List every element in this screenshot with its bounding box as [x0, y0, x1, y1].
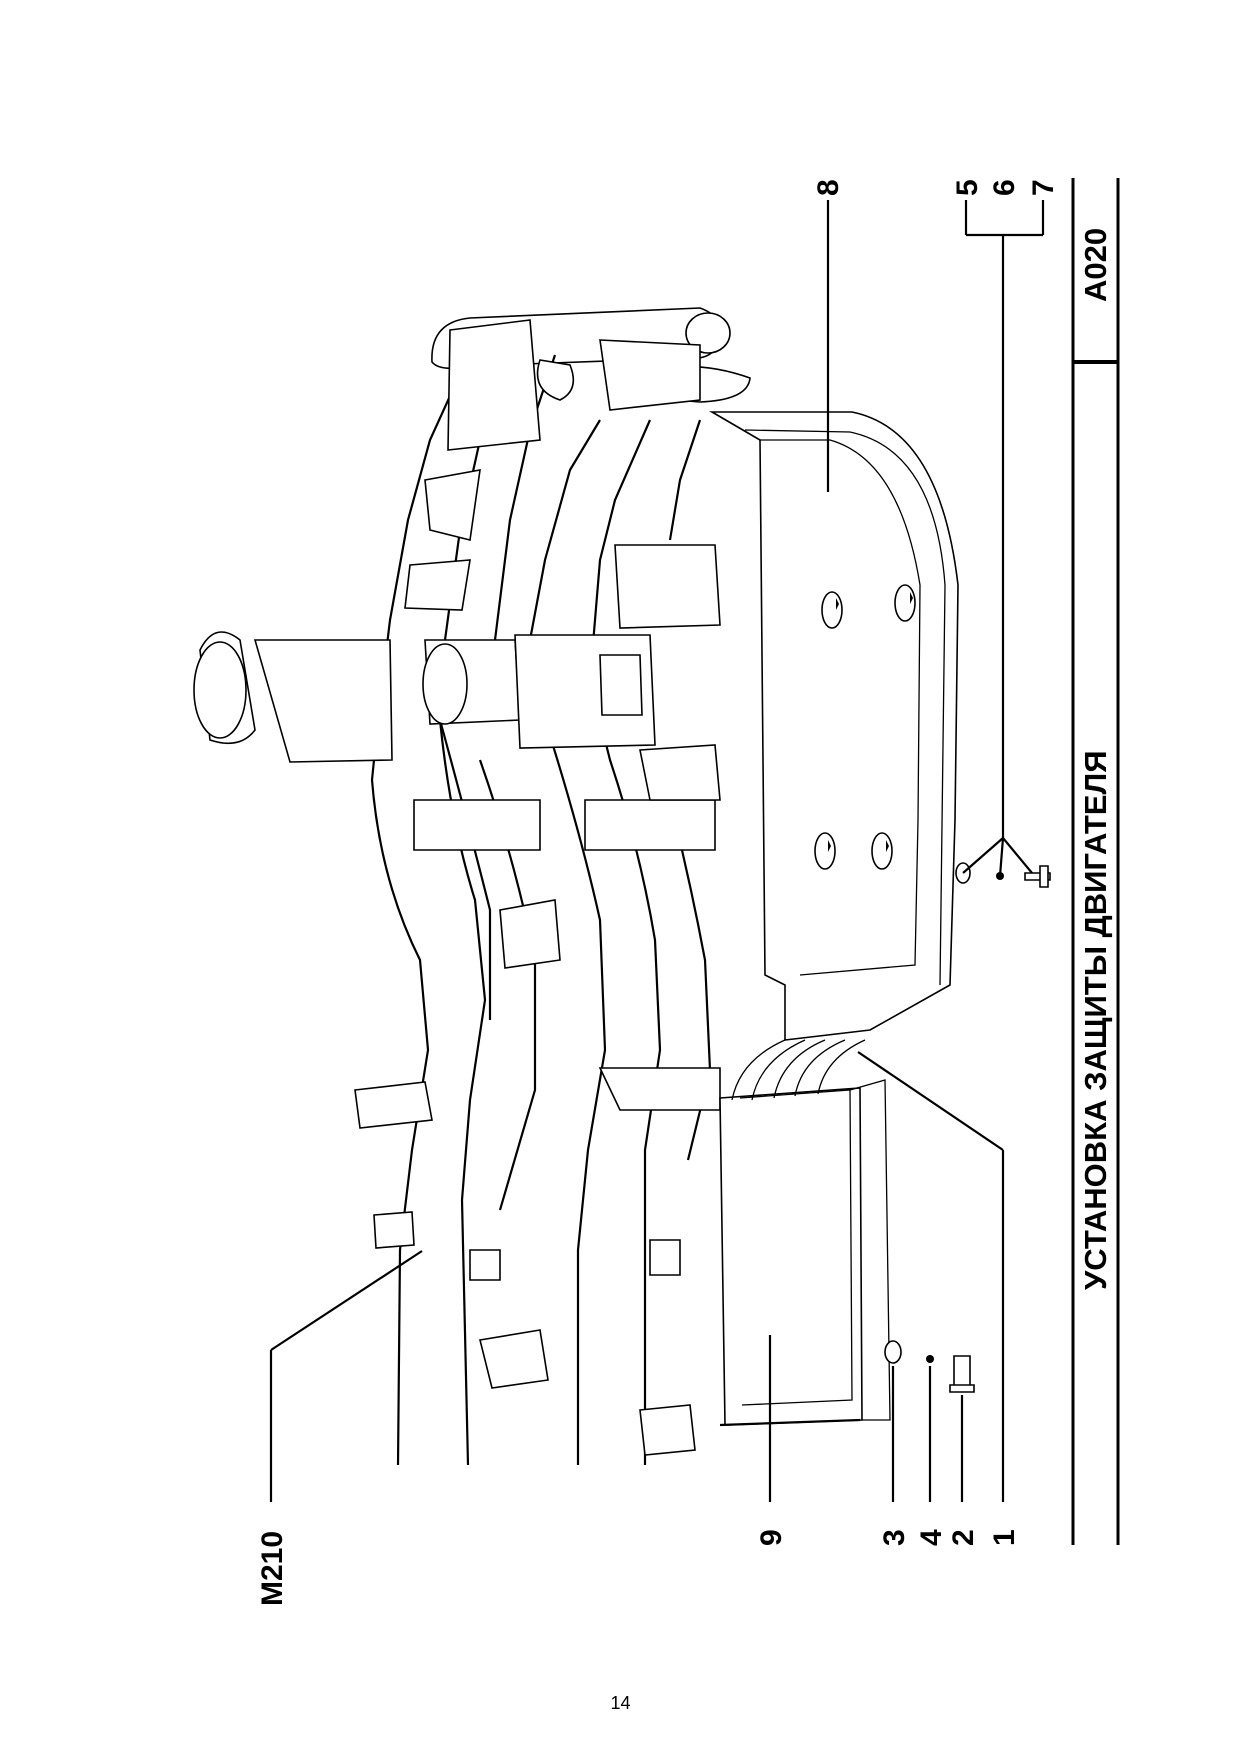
callout-4: 4 — [915, 1529, 948, 1546]
leader-lines — [269, 200, 1045, 1502]
drawing-title: УСТАНОВКА ЗАЩИТЫ ДВИГАТЕЛЯ — [1078, 750, 1113, 1290]
engine-shield-part-8 — [709, 411, 959, 1041]
callout-5: 5 — [951, 179, 984, 196]
callout-6: 6 — [988, 179, 1021, 196]
page-number: 14 — [610, 1693, 631, 1713]
callout-1: 1 — [988, 1529, 1021, 1546]
engine-shield-part-9 — [719, 1079, 891, 1427]
shield-ribs-part-1 — [731, 1039, 866, 1101]
callout-labels: 8 5 6 7 M210 9 3 4 2 1 — [256, 179, 1060, 1606]
callout-3: 3 — [878, 1529, 911, 1546]
title-block: УСТАНОВКА ЗАЩИТЫ ДВИГАТЕЛЯ A020 — [1071, 178, 1120, 1545]
callout-8: 8 — [812, 179, 845, 196]
callout-2: 2 — [947, 1529, 980, 1546]
fasteners-group-2-3-4 — [884, 1340, 975, 1393]
chassis-frame — [193, 307, 751, 1466]
callout-9: 9 — [755, 1529, 788, 1546]
callout-7: 7 — [1027, 179, 1060, 196]
drawing-code: A020 — [1078, 228, 1113, 302]
frame-label-m210: M210 — [256, 1531, 289, 1606]
